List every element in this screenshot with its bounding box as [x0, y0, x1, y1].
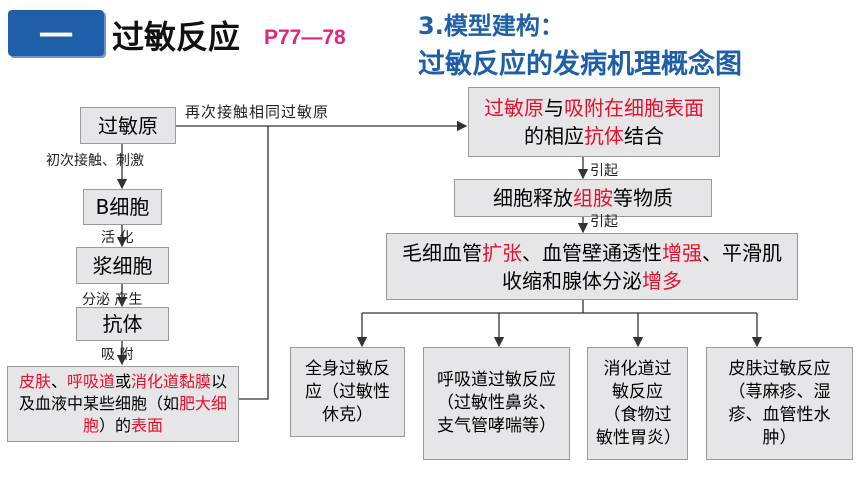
plasma-cell-box: 浆细胞	[76, 247, 169, 284]
re-exposure-label: 再次接触相同过敏原	[185, 103, 330, 121]
reaction-skin-text: 皮肤过敏反应（荨麻疹、湿疹、血管性水肿）	[728, 358, 831, 448]
effects-text: 毛细血管扩张、血管壁通透性增强、平滑肌收缩和腺体分泌增多	[402, 240, 782, 293]
page-range: P77—78	[264, 26, 346, 49]
plasma-cell-text: 浆细胞	[92, 253, 153, 278]
adsorption-label: 吸 附	[101, 347, 134, 363]
heading-line-1: 3.模型建构：	[418, 12, 564, 40]
target-cells-box: 皮肤、呼吸道或消化道黏膜以及血液中某些细胞（如肥大细胞）的表面	[7, 366, 239, 442]
reaction-respiratory-text: 呼吸道过敏反应（过敏性鼻炎、支气管哮喘等）	[437, 370, 556, 436]
release-text: 细胞释放组胺等物质	[493, 186, 673, 210]
release-box: 细胞释放组胺等物质	[454, 179, 712, 217]
binding-box: 过敏原与吸附在细胞表面的相应抗体结合	[468, 87, 720, 157]
section-number-badge: 一	[8, 10, 104, 57]
cause-label-1: 引起	[590, 163, 618, 179]
antibody-box: 抗体	[76, 307, 169, 341]
antibody-text: 抗体	[102, 312, 143, 336]
effects-box: 毛细血管扩张、血管壁通透性增强、平滑肌收缩和腺体分泌增多	[386, 233, 798, 300]
reaction-box-digestive: 消化道过敏反应（食物过敏性胃炎）	[587, 347, 688, 460]
cause-label-2: 引起	[590, 214, 618, 230]
section-title: 过敏反应	[112, 18, 241, 56]
first-contact-label: 初次接触、刺激	[46, 153, 144, 169]
activation-label: 活 化	[101, 230, 134, 246]
binding-text: 过敏原与吸附在细胞表面的相应抗体结合	[484, 96, 704, 148]
b-cell-box: B细胞	[83, 189, 162, 225]
reaction-box-skin: 皮肤过敏反应（荨麻疹、湿疹、血管性水肿）	[706, 347, 853, 460]
heading-line-2: 过敏反应的发病机理概念图	[418, 49, 742, 80]
reaction-box-systemic: 全身过敏反应（过敏性休克）	[290, 347, 405, 437]
allergen-box: 过敏原	[80, 107, 176, 144]
secretion-label: 分泌 产生	[82, 292, 143, 308]
reaction-systemic-text: 全身过敏反应（过敏性休克）	[305, 358, 390, 425]
target-cells-text: 皮肤、呼吸道或消化道黏膜以及血液中某些细胞（如肥大细胞）的表面	[18, 372, 228, 435]
reaction-digestive-text: 消化道过敏反应（食物过敏性胃炎）	[596, 358, 681, 448]
reaction-box-respiratory: 呼吸道过敏反应（过敏性鼻炎、支气管哮喘等）	[423, 347, 570, 460]
allergen-text: 过敏原	[98, 113, 158, 138]
b-cell-text: B细胞	[95, 195, 150, 219]
